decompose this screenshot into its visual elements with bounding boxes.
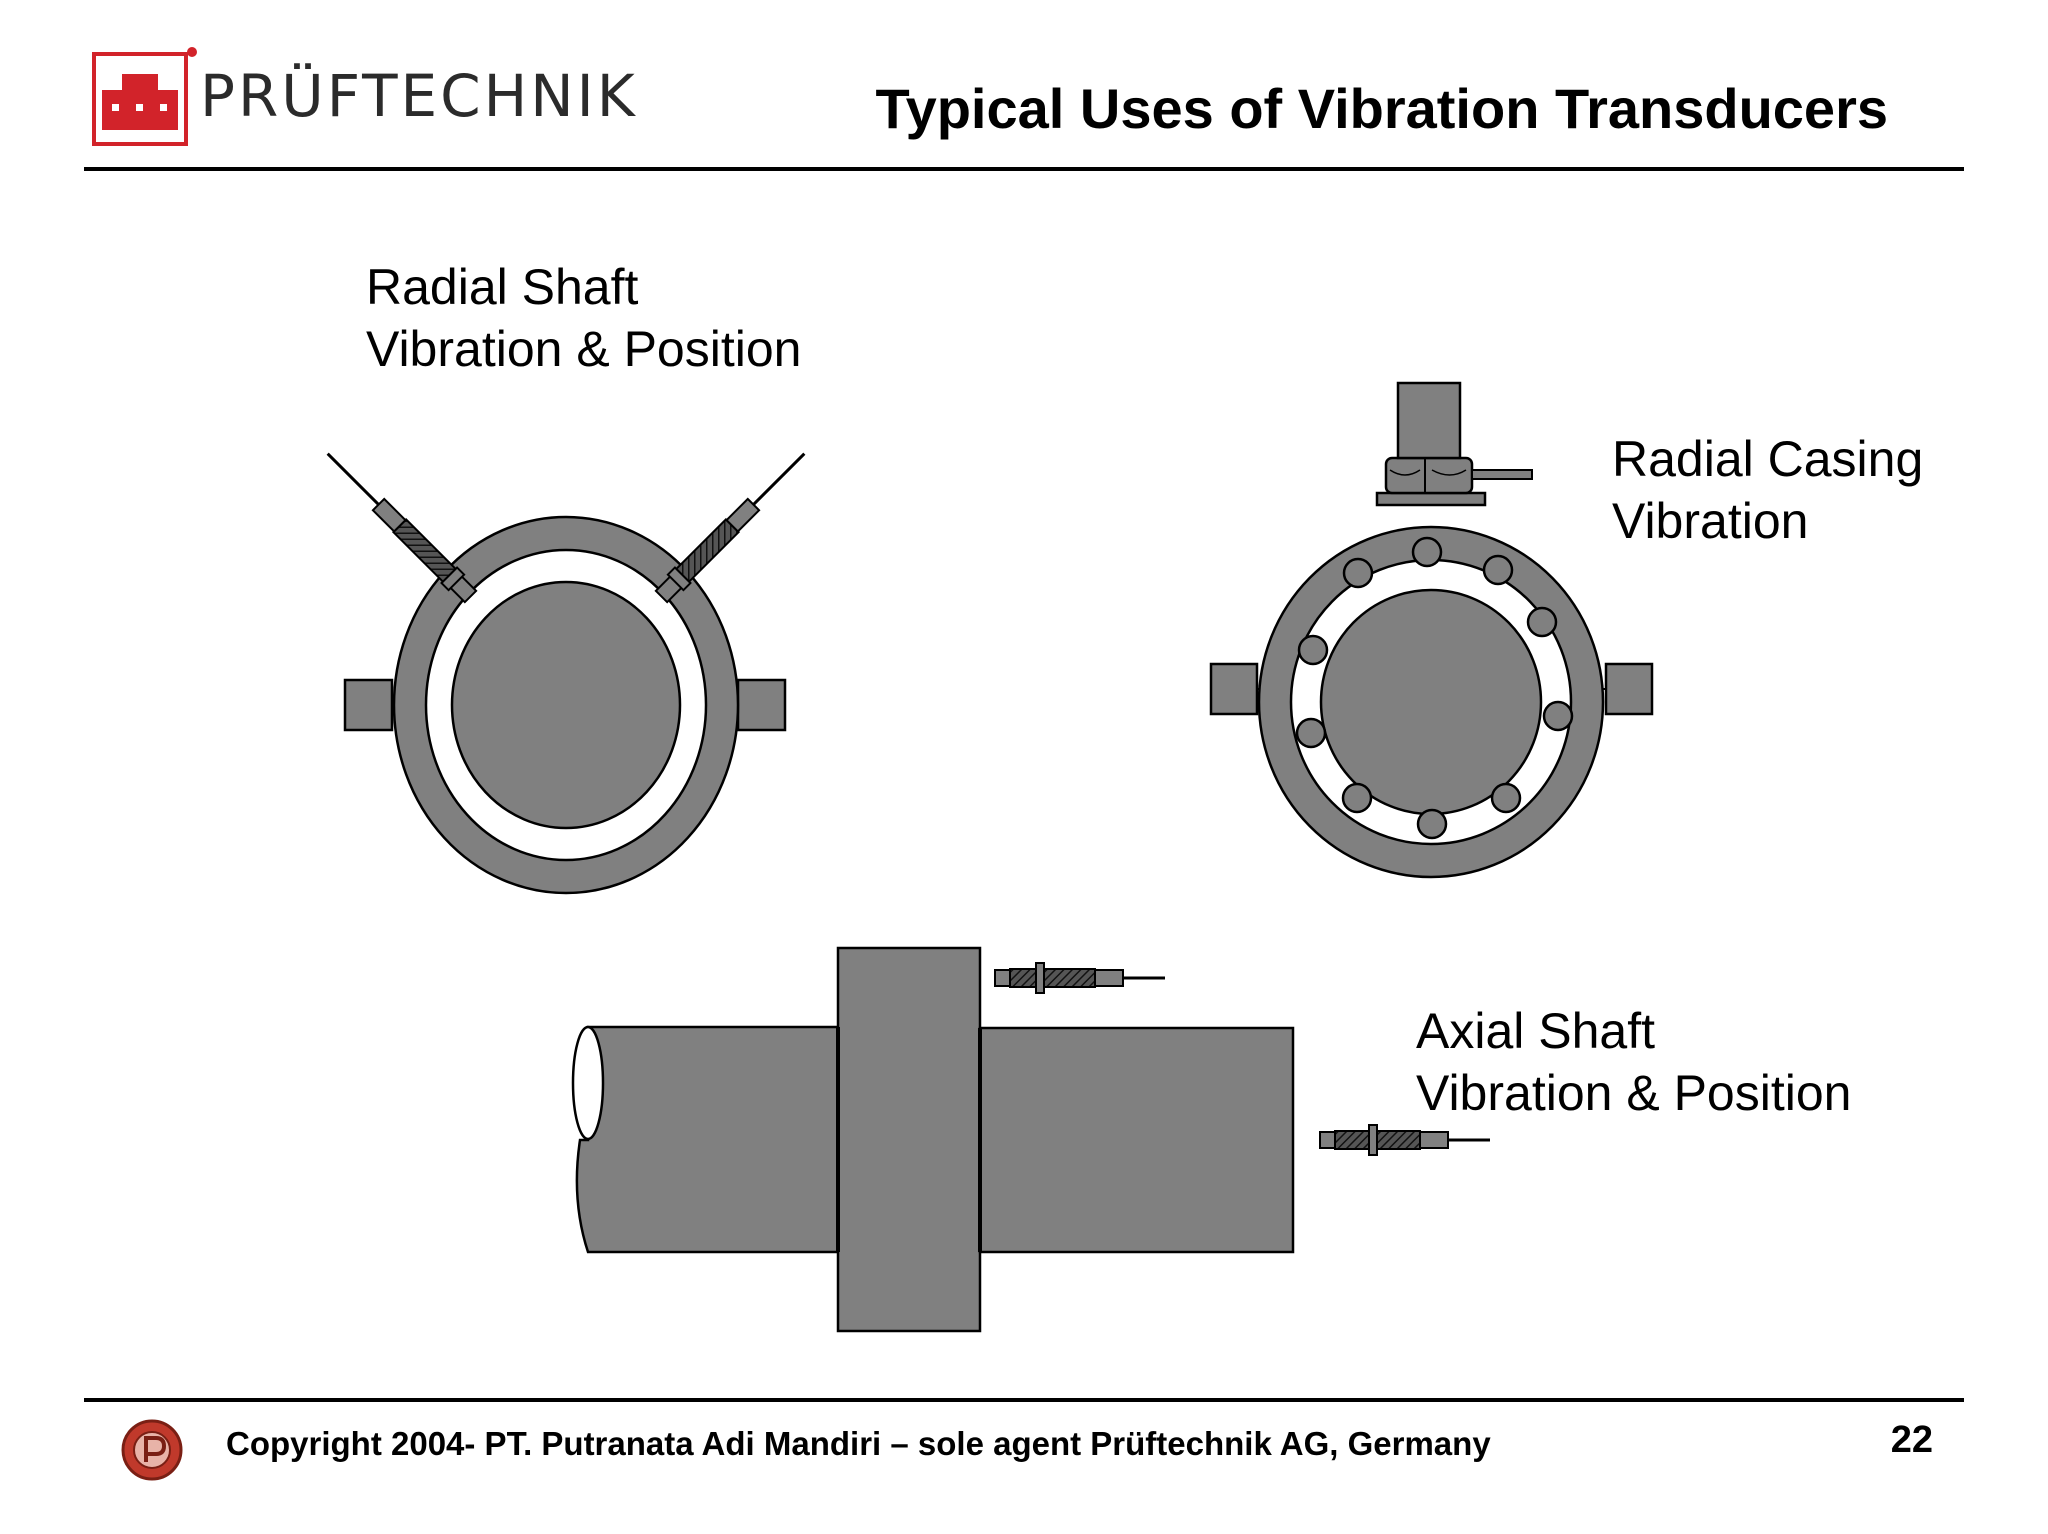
radial-shaft-label: Radial Shaft Vibration & Position xyxy=(366,256,801,380)
lower-axial-probe xyxy=(1319,1124,1490,1156)
radial-casing-label: Radial Casing Vibration xyxy=(1612,428,1923,552)
thrust-collar xyxy=(836,946,982,1333)
axial-shaft-label: Axial Shaft Vibration & Position xyxy=(1416,1000,1851,1124)
company-emblem-icon xyxy=(121,1419,183,1481)
copyright-text: Copyright 2004- PT. Putranata Adi Mandir… xyxy=(226,1425,1491,1462)
axial-shaft-label-line2: Vibration & Position xyxy=(1416,1065,1852,1121)
pruftechnik-logo-mark xyxy=(92,47,197,146)
page-title: Typical Uses of Vibration Transducers xyxy=(875,77,1888,140)
right-proximity-probe xyxy=(654,452,806,604)
shaft-end-face xyxy=(571,1025,605,1141)
radial-casing-label-line2: Vibration xyxy=(1612,493,1809,549)
radial-shaft-label-line2: Vibration & Position xyxy=(366,321,802,377)
rolling-elements xyxy=(1295,536,1574,840)
radial-shaft-label-line1: Radial Shaft xyxy=(366,259,639,315)
axial-shaft-label-line1: Axial Shaft xyxy=(1416,1003,1656,1059)
header-divider xyxy=(84,167,1964,171)
page-number: 22 xyxy=(1890,1419,1933,1461)
accelerometer xyxy=(1375,381,1533,507)
radial-shaft-assembly xyxy=(326,452,806,895)
right-mount-block xyxy=(736,678,787,732)
left-proximity-probe xyxy=(326,452,478,604)
right-casing-foot xyxy=(1604,662,1654,716)
axial-shaft-assembly xyxy=(571,946,1490,1333)
upper-axial-probe xyxy=(994,962,1165,994)
brand-name: PRÜFTECHNIK xyxy=(200,62,638,130)
shaft xyxy=(450,580,682,830)
left-casing-foot xyxy=(1209,662,1259,716)
pruftechnik-logo: PRÜFTECHNIK xyxy=(88,44,635,154)
left-mount-block xyxy=(343,678,394,732)
inner-ring xyxy=(1319,588,1543,816)
left-shaft xyxy=(575,1025,840,1254)
radial-casing-label-line1: Radial Casing xyxy=(1612,431,1924,487)
footer-divider xyxy=(84,1398,1964,1402)
right-shaft xyxy=(978,1026,1295,1254)
radial-casing-assembly xyxy=(1209,381,1654,879)
